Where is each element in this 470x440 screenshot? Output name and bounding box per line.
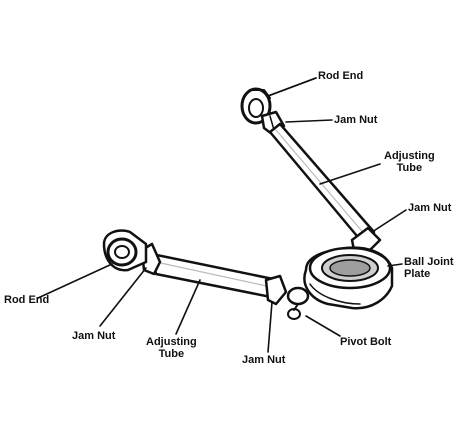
leader-jam-nut-left [99,267,147,327]
leader-adjusting-tube-top [319,163,381,185]
label-ball-joint-plate-line2: Plate [404,268,431,280]
pivot-bolt [286,286,310,320]
label-adjusting-tube-bottom-line2: Tube [158,348,185,360]
label-adjusting-tube-bottom: Adjusting Tube [146,336,197,360]
leader-lines [37,77,407,353]
label-adjusting-tube-top: Adjusting Tube [384,150,435,174]
leader-ball-joint-plate [387,263,403,267]
leader-rod-end-left [37,263,113,299]
ball-joint-plate [303,246,394,310]
label-adjusting-tube-top-line1: Adjusting [384,150,435,162]
label-rod-end-top: Rod End [318,70,364,82]
label-adjusting-tube-top-line2: Tube [396,162,423,174]
leader-adjusting-tube-bottom [175,279,201,335]
label-jam-nut-top: Jam Nut [334,114,378,126]
label-rod-end-left: Rod End [4,294,50,306]
leader-jam-nut-right [371,209,407,233]
upper-rod-end [240,87,272,125]
leader-jam-nut-bottom [267,301,273,353]
label-jam-nut-bottom: Jam Nut [242,354,286,366]
label-ball-joint-plate: Ball Joint Plate [404,256,454,280]
leader-pivot-bolt [305,315,341,337]
label-adjusting-tube-bottom-line1: Adjusting [146,336,197,348]
label-jam-nut-right: Jam Nut [408,202,452,214]
label-pivot-bolt: Pivot Bolt [340,336,392,348]
lower-rod-end [102,229,148,272]
label-ball-joint-plate-line1: Ball Joint [404,256,454,268]
leader-jam-nut-top [285,119,333,123]
label-jam-nut-left: Jam Nut [72,330,116,342]
lower-right-jam-nut [264,274,288,306]
lower-adjusting-tube [150,252,280,300]
